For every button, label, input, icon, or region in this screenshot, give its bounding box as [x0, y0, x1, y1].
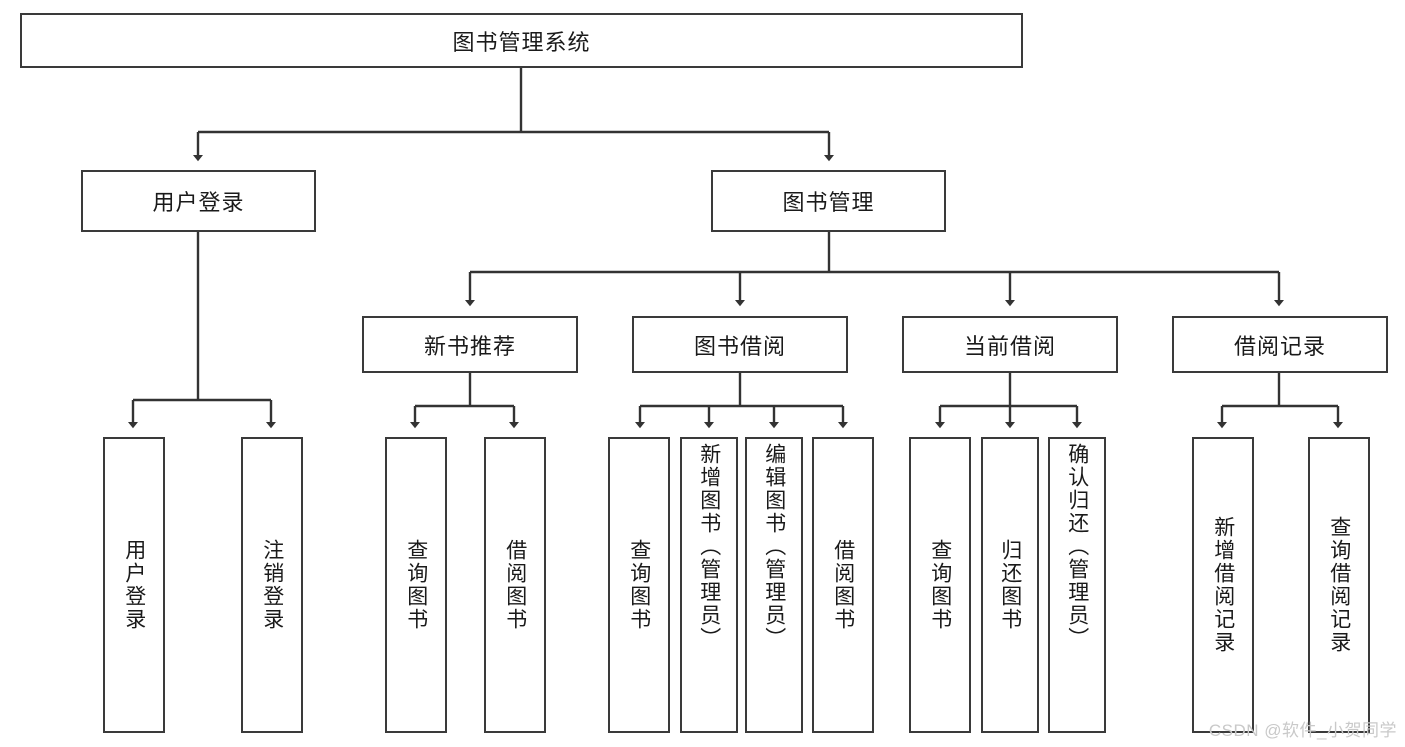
- node-label: 归还图书: [998, 539, 1022, 631]
- leaf-edit-book-admin[interactable]: 编辑图书（管理员）: [745, 437, 803, 733]
- leaf-confirm-return-admin[interactable]: 确认归还（管理员）: [1048, 437, 1106, 733]
- leaf-borrow-book[interactable]: 借阅图书: [812, 437, 874, 733]
- node-label: 新增借阅记录: [1211, 516, 1235, 654]
- leaf-add-book-admin[interactable]: 新增图书（管理员）: [680, 437, 738, 733]
- node-label: 图书借阅: [693, 333, 786, 359]
- node-label: 新增图书（管理员）: [697, 443, 721, 650]
- leaf-return-book[interactable]: 归还图书: [981, 437, 1039, 733]
- node-label: 查询图书: [404, 539, 428, 631]
- node-label: 查询图书: [928, 539, 952, 631]
- node-user-login[interactable]: 用户登录: [81, 170, 316, 232]
- node-label: 新书推荐: [423, 333, 516, 359]
- leaf-query-book-recommend[interactable]: 查询图书: [385, 437, 447, 733]
- node-new-book-recommend[interactable]: 新书推荐: [362, 316, 578, 373]
- node-label: 图书管理系统: [452, 29, 591, 55]
- leaf-add-borrow-record[interactable]: 新增借阅记录: [1192, 437, 1254, 733]
- node-current-borrow[interactable]: 当前借阅: [902, 316, 1118, 373]
- node-label: 查询图书: [627, 539, 651, 631]
- leaf-borrow-book-recommend[interactable]: 借阅图书: [484, 437, 546, 733]
- node-label: 借阅记录: [1233, 333, 1326, 359]
- leaf-query-book-current[interactable]: 查询图书: [909, 437, 971, 733]
- node-label: 查询借阅记录: [1327, 516, 1351, 654]
- node-label: 用户登录: [152, 190, 245, 215]
- node-book-management[interactable]: 图书管理: [711, 170, 946, 232]
- node-label: 借阅图书: [831, 539, 855, 631]
- node-borrow-records[interactable]: 借阅记录: [1172, 316, 1388, 373]
- node-label: 图书管理: [782, 190, 875, 215]
- node-label: 编辑图书（管理员）: [762, 443, 786, 650]
- leaf-query-book-borrow[interactable]: 查询图书: [608, 437, 670, 733]
- leaf-logout[interactable]: 注销登录: [241, 437, 303, 733]
- node-label: 用户登录: [122, 539, 146, 631]
- node-label: 借阅图书: [503, 539, 527, 631]
- leaf-query-borrow-record[interactable]: 查询借阅记录: [1308, 437, 1370, 733]
- watermark-text: CSDN @软件_小贺同学: [1208, 721, 1397, 740]
- node-label: 注销登录: [260, 539, 284, 631]
- node-book-borrow[interactable]: 图书借阅: [632, 316, 848, 373]
- node-label: 当前借阅: [963, 333, 1056, 359]
- node-root[interactable]: 图书管理系统: [20, 13, 1023, 68]
- node-label: 确认归还（管理员）: [1065, 443, 1089, 650]
- leaf-user-login[interactable]: 用户登录: [103, 437, 165, 733]
